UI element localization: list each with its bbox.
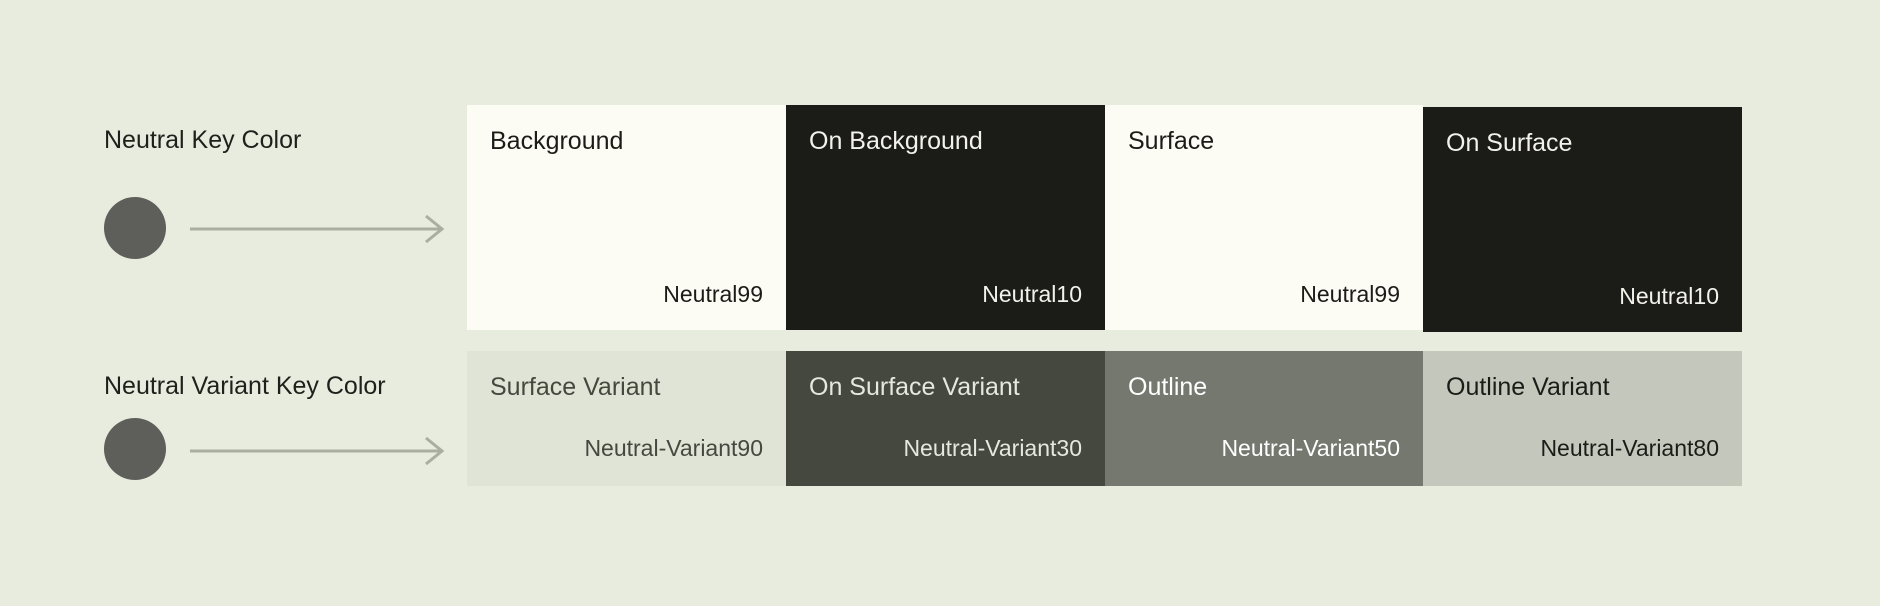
- tile-on-surface: On Surface Neutral10: [1423, 107, 1742, 332]
- tile-outline-variant: Outline Variant Neutral-Variant80: [1423, 351, 1742, 486]
- tile-on-background: On Background Neutral10: [786, 105, 1105, 330]
- tile-name: On Surface Variant: [809, 373, 1020, 401]
- tile-background: Background Neutral99: [467, 105, 786, 330]
- tile-tone: Neutral99: [663, 281, 763, 307]
- tile-tone: Neutral10: [982, 281, 1082, 307]
- tile-name: Surface Variant: [490, 373, 661, 401]
- tile-tone: Neutral-Variant90: [584, 435, 763, 461]
- tile-surface: Surface Neutral99: [1105, 105, 1423, 330]
- tile-tone: Neutral10: [1619, 283, 1719, 309]
- tile-surface-variant: Surface Variant Neutral-Variant90: [467, 351, 786, 486]
- neutral-variant-key-color-swatch: [104, 418, 166, 480]
- tile-name: Surface: [1128, 127, 1215, 155]
- neutral-key-color-swatch: [104, 197, 166, 259]
- tile-name: Background: [490, 127, 624, 155]
- tile-name: On Surface: [1446, 129, 1573, 157]
- tile-on-surface-variant: On Surface Variant Neutral-Variant30: [786, 351, 1105, 486]
- arrow-right-icon: [190, 214, 445, 244]
- tile-tone: Neutral-Variant80: [1540, 435, 1719, 461]
- neutral-variant-key-color-label: Neutral Variant Key Color: [104, 372, 386, 400]
- tile-tone: Neutral-Variant50: [1221, 435, 1400, 461]
- tile-name: Outline Variant: [1446, 373, 1610, 401]
- arrow-right-icon: [190, 436, 445, 466]
- neutral-key-color-label: Neutral Key Color: [104, 126, 302, 154]
- tile-tone: Neutral-Variant30: [903, 435, 1082, 461]
- tile-outline: Outline Neutral-Variant50: [1105, 351, 1423, 486]
- tile-name: On Background: [809, 127, 983, 155]
- tile-tone: Neutral99: [1300, 281, 1400, 307]
- tile-name: Outline: [1128, 373, 1208, 401]
